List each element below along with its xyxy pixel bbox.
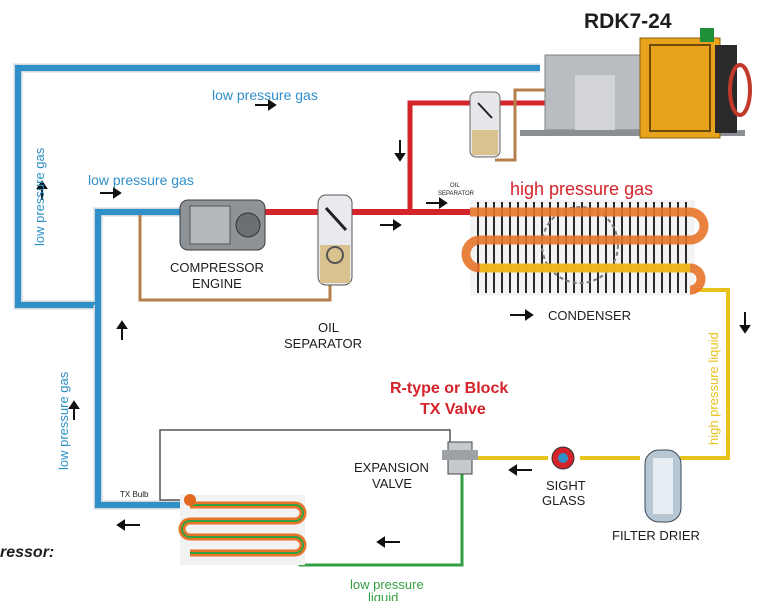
label-low-pressure-gas-left-lower: low pressure gas	[56, 371, 71, 470]
label-tx-bulb: TX Bulb	[120, 490, 149, 499]
label-low-pressure-gas-left-upper: low pressure gas	[32, 147, 47, 246]
label-valve-title-1: R-type or Block	[390, 380, 508, 397]
filter-drier	[644, 449, 682, 523]
flow-arrows	[36, 99, 751, 548]
label-filter-drier: FILTER DRIER	[612, 528, 700, 543]
label-expansion: EXPANSION	[354, 460, 429, 475]
unit-title: RDK7-24	[584, 10, 672, 33]
label-valve: VALVE	[372, 476, 412, 491]
label-engine: ENGINE	[192, 276, 242, 291]
label-low-pressure-liquid-2: liquid	[368, 590, 398, 601]
sight-glass	[551, 446, 575, 470]
partial-caption: ressor:	[0, 544, 54, 561]
label-glass: GLASS	[542, 493, 586, 508]
oil-separator	[317, 194, 353, 286]
label-valve-title-2: TX Valve	[420, 401, 486, 418]
high-pressure-gas-pipe	[265, 100, 545, 215]
small-oil-separator	[469, 91, 501, 158]
compressor-engine	[179, 199, 266, 251]
label-compressor: COMPRESSOR	[170, 260, 264, 275]
label-separator: SEPARATOR	[284, 336, 362, 351]
label-low-pressure-liquid-1: low pressure	[350, 577, 424, 592]
condenser	[461, 200, 709, 295]
rdk-compressor-unit	[520, 28, 752, 139]
label-high-pressure-gas: high pressure gas	[510, 179, 653, 199]
label-oil: OIL	[318, 320, 339, 335]
label-condenser: CONDENSER	[548, 308, 631, 323]
label-high-pressure-liquid: high pressure liquid	[706, 332, 721, 445]
label-sight: SIGHT	[546, 478, 586, 493]
label-low-pressure-gas-top: low pressure gas	[212, 87, 318, 103]
high-pressure-liquid-pipe	[470, 288, 730, 460]
low-pressure-gas-pipe	[13, 63, 540, 510]
tx-bulb-capillary	[159, 429, 451, 501]
expansion-valve	[442, 441, 478, 475]
evaporator-coil	[178, 494, 307, 565]
oil-return-line	[138, 88, 545, 302]
label-low-pressure-gas-mid: low pressure gas	[88, 172, 194, 188]
